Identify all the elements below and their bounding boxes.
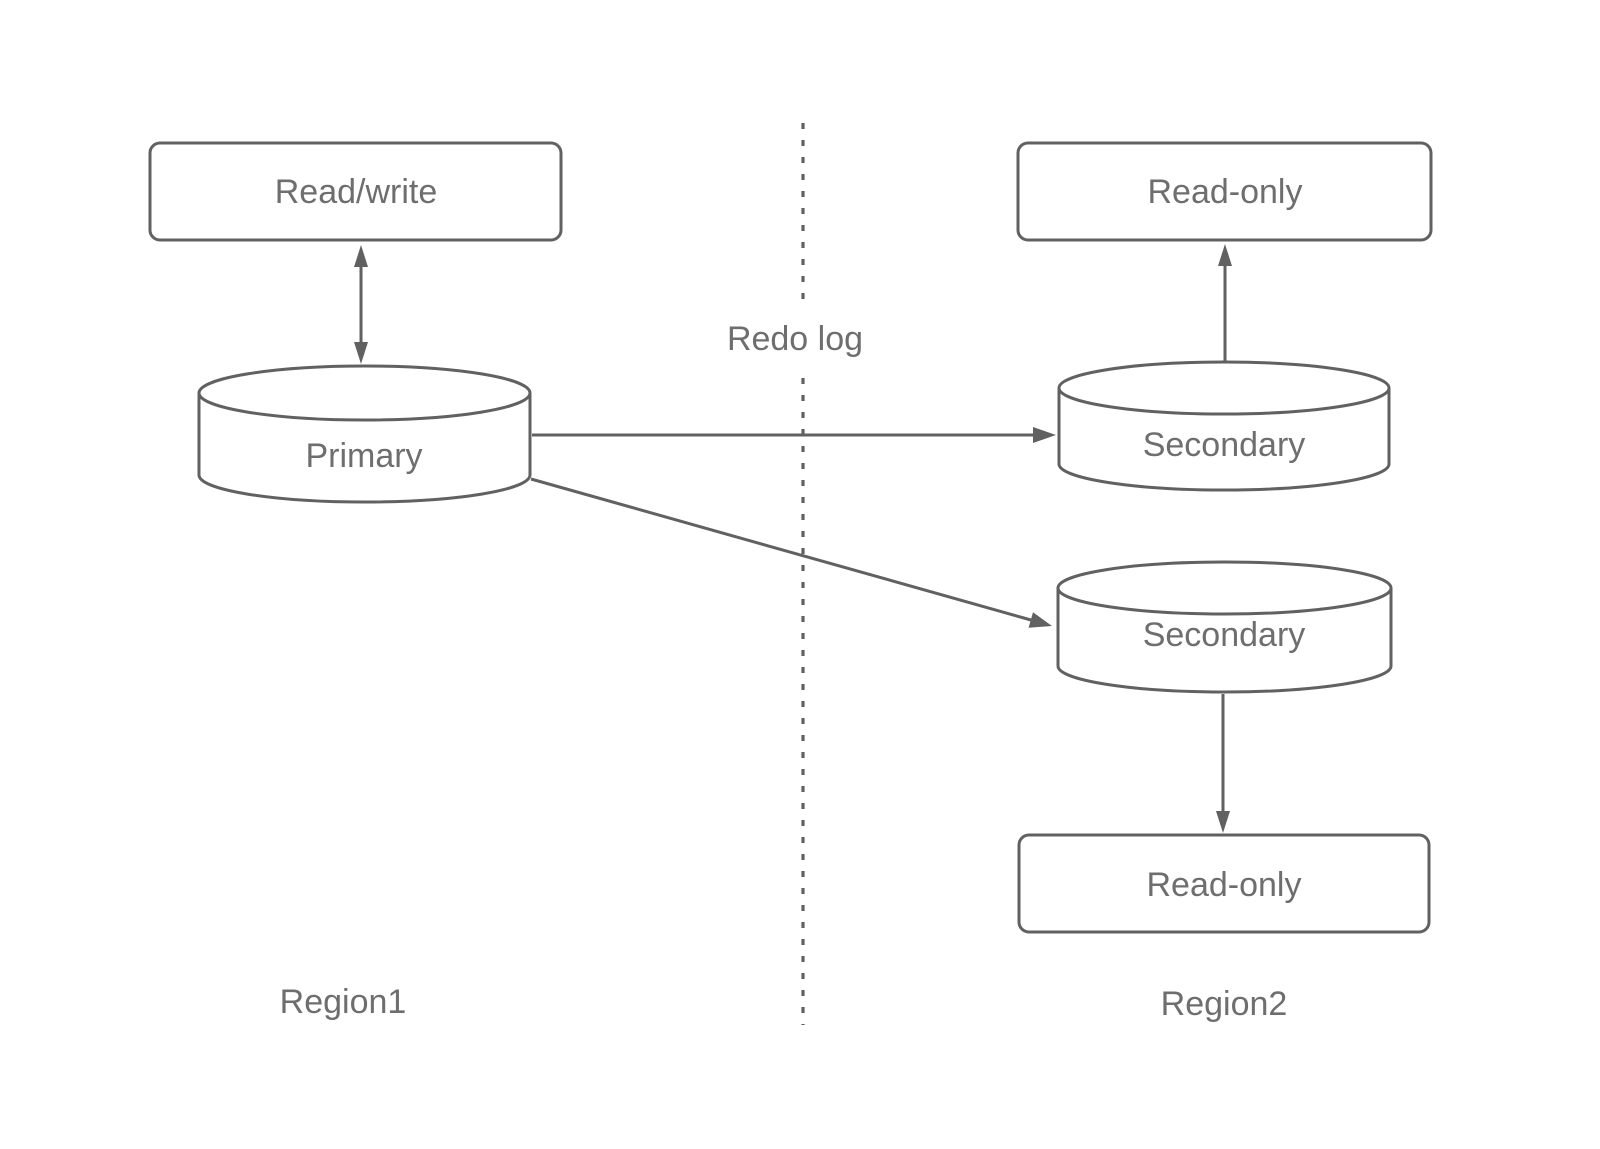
- region1-label: Region1: [280, 983, 407, 1021]
- redo-log-label-bg: [716, 302, 888, 376]
- region2-group: Read-only Secondary Secondary Read-only …: [1016, 141, 1433, 1023]
- arrowhead-down-icon: [1216, 811, 1230, 833]
- arrowhead-diagonal-icon: [1028, 612, 1052, 628]
- secondary-bottom-cylinder-body: [1056, 588, 1393, 694]
- arrowhead-up-icon: [1218, 244, 1232, 266]
- secondary-top-cylinder-body: [1057, 388, 1391, 492]
- secondary-bottom-cylinder-top: [1056, 560, 1393, 616]
- region-divider: Redo log: [716, 123, 888, 1025]
- secondary-bottom-label: Secondary: [1143, 616, 1306, 654]
- read-write-label: Read/write: [275, 173, 438, 211]
- secondary-bottom-to-readonly-arrow: [1216, 694, 1230, 833]
- primary-cylinder-top: [197, 364, 532, 422]
- read-only-top-label: Read-only: [1148, 173, 1303, 211]
- primary-to-secondary-top-arrow: [532, 427, 1056, 443]
- primary-cylinder-body: [197, 393, 532, 504]
- read-only-bottom-box: [1017, 833, 1431, 934]
- arrowhead-up-icon: [354, 245, 368, 267]
- primary-label: Primary: [305, 437, 422, 475]
- secondary-bottom-database-cylinder: Secondary: [1056, 560, 1393, 694]
- replication-arrows: [530, 427, 1056, 628]
- readwrite-primary-arrow: [354, 245, 368, 364]
- secondary-top-cylinder-top: [1057, 360, 1391, 416]
- arrowhead-down-icon: [354, 342, 368, 364]
- read-only-bottom-label: Read-only: [1147, 866, 1302, 904]
- primary-to-secondary-bottom-arrow: [530, 477, 1052, 628]
- redo-log-label: Redo log: [727, 320, 863, 358]
- read-write-box: [148, 141, 563, 242]
- secondary-top-label: Secondary: [1143, 426, 1306, 464]
- region1-group: Read/write Primary Region1: [148, 141, 563, 1021]
- secondary-top-database-cylinder: Secondary: [1057, 360, 1391, 492]
- primary-database-cylinder: Primary: [197, 364, 532, 504]
- read-only-top-box: [1016, 141, 1433, 242]
- region2-label: Region2: [1161, 985, 1288, 1023]
- arrowhead-right-icon: [1033, 427, 1056, 443]
- secondary-top-to-readonly-arrow: [1218, 244, 1232, 364]
